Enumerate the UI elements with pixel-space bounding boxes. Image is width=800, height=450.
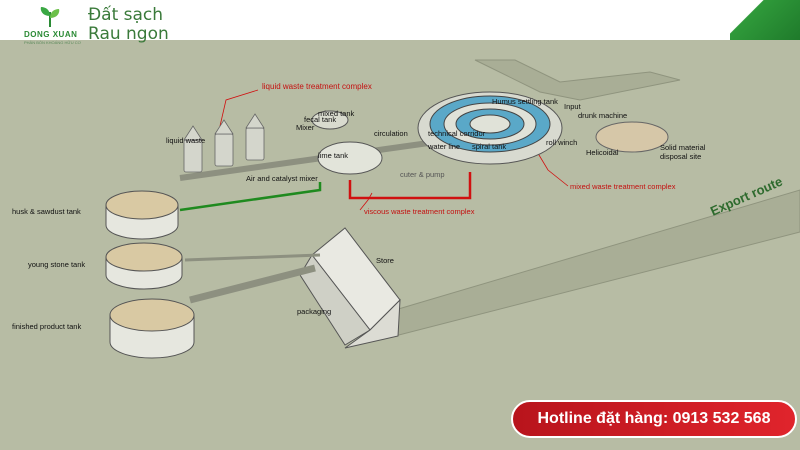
label-technical-corridor: technical corridor [428, 129, 486, 138]
conveyor-young [184, 253, 321, 262]
lime-tank [317, 141, 383, 175]
label-husk-tank: husk & sawdust tank [12, 207, 81, 216]
leaf-logo-icon [40, 7, 60, 28]
label-fecal-tank: fecal tank [304, 115, 337, 124]
label-liquid-complex: liquid waste treatment complex [262, 82, 372, 91]
label-drunk-machine: drunk machine [578, 111, 628, 120]
tagline-line-2: Rau ngon [88, 24, 169, 44]
label-lime-tank: lime tank [318, 151, 349, 160]
finished-product-tank [109, 298, 195, 359]
process-diagram [105, 59, 800, 359]
label-packaging: packaging [297, 307, 332, 316]
label-cutter-pump: cuter & pump [400, 170, 445, 179]
solid-disposal-dish [595, 121, 669, 153]
label-air-catalyst: Air and catalyst mixer [246, 174, 318, 183]
brand-name: DONG XUAN [24, 30, 78, 39]
label-young-stone: young stone tank [28, 260, 86, 269]
label-solid-disposal: Solid material disposal site [660, 143, 706, 161]
label-mixer: Mixer [296, 123, 315, 132]
label-water-line: water line [428, 142, 461, 151]
leader-liquid [219, 89, 259, 127]
store-building [299, 227, 401, 349]
label-finished-tank: finished product tank [12, 322, 82, 331]
label-input: Input [564, 102, 581, 111]
leader-viscous [359, 192, 373, 211]
top-road [474, 59, 681, 101]
label-roll-winch: roll winch [546, 138, 578, 147]
label-circulation: circulation [374, 129, 408, 138]
liquid-silos [183, 113, 265, 173]
hotline-button[interactable]: Hotline đặt hàng: 0913 532 568 [511, 400, 797, 438]
label-mixed-tank: mixed tank [318, 109, 355, 118]
label-mixed-complex: mixed waste treatment complex [570, 182, 676, 191]
label-store: Store [376, 256, 394, 265]
spiral-tank [417, 91, 563, 165]
label-spiral-tank: spiral tank [472, 142, 507, 151]
header-bar: DONG XUAN PHÂN BÓN KHOÁNG HỮU CƠ Đất sạc… [0, 0, 800, 45]
green-pipe [179, 182, 322, 212]
main-pipe [179, 137, 451, 181]
husk-tank [105, 190, 179, 240]
tagline: Đất sạch Rau ngon [88, 6, 169, 44]
mixer-tank [311, 110, 349, 130]
label-viscous-complex: viscous waste treatment complex [364, 207, 475, 216]
conveyor-finished [189, 264, 316, 304]
label-humus-tank: Humus settling tank [492, 97, 558, 106]
red-pipe [348, 172, 472, 200]
corner-decoration [730, 0, 800, 40]
young-stone-tank [105, 242, 183, 290]
label-liquid-waste: liquid waste [166, 136, 206, 145]
brand-subtitle: PHÂN BÓN KHOÁNG HỮU CƠ [24, 40, 82, 45]
tagline-line-1: Đất sạch [88, 5, 164, 25]
leader-mixed [535, 149, 569, 187]
label-helicoidal: Helicoidal [586, 148, 619, 157]
